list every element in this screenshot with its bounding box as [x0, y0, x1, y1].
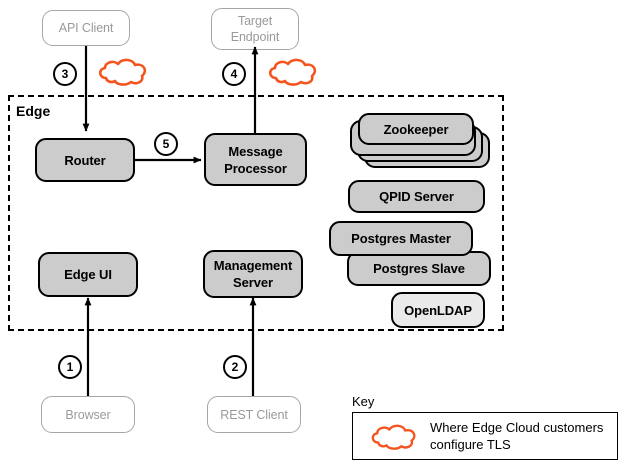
- legend-description: Where Edge Cloud customers configure TLS: [430, 420, 604, 452]
- node-qpid-server[interactable]: QPID Server: [348, 180, 485, 213]
- node-api-client-label: API Client: [58, 21, 114, 35]
- node-router-label: Router: [64, 152, 106, 168]
- node-rest-client-label: REST Client: [220, 407, 288, 422]
- cloud-icon-legend: [371, 424, 416, 450]
- node-edge-ui-label: Edge UI: [64, 267, 112, 282]
- node-postgres-slave-label: Postgres Slave: [373, 261, 465, 276]
- cloud-icon-api-client: [98, 58, 147, 86]
- step-badge-5-label: 5: [162, 137, 170, 151]
- node-management-server-label: Management Server: [213, 258, 293, 290]
- node-zookeeper[interactable]: Zookeeper: [358, 113, 474, 145]
- node-management-server[interactable]: Management Server: [203, 250, 303, 298]
- step-badge-1: 1: [58, 355, 82, 379]
- node-rest-client[interactable]: REST Client: [207, 396, 301, 433]
- node-api-client[interactable]: API Client: [42, 10, 130, 46]
- node-postgres-master-label: Postgres Master: [351, 231, 451, 246]
- node-postgres-master[interactable]: Postgres Master: [329, 221, 473, 256]
- node-openldap-label: OpenLDAP: [404, 302, 472, 318]
- step-badge-2-label: 2: [231, 360, 239, 374]
- node-router[interactable]: Router: [35, 138, 135, 182]
- step-badge-3-label: 3: [61, 67, 69, 81]
- node-browser[interactable]: Browser: [41, 396, 135, 433]
- step-badge-4-label: 4: [230, 67, 238, 81]
- node-edge-ui[interactable]: Edge UI: [38, 252, 138, 297]
- step-badge-1-label: 1: [66, 360, 74, 374]
- node-target-endpoint-label: Target Endpoint: [230, 14, 280, 44]
- edge-boundary-label: Edge: [16, 103, 51, 119]
- legend-title: Key: [352, 394, 375, 409]
- node-browser-label: Browser: [65, 407, 111, 422]
- step-badge-2: 2: [223, 355, 247, 379]
- step-badge-3: 3: [53, 62, 77, 86]
- node-message-processor[interactable]: Message Processor: [204, 133, 307, 186]
- node-qpid-server-label: QPID Server: [379, 189, 454, 204]
- step-badge-5: 5: [154, 132, 178, 156]
- node-zookeeper-label: Zookeeper: [383, 121, 449, 137]
- node-openldap[interactable]: OpenLDAP: [391, 292, 485, 328]
- node-message-processor-label: Message Processor: [224, 143, 287, 176]
- node-target-endpoint[interactable]: Target Endpoint: [211, 8, 299, 50]
- cloud-icon-target-endpoint: [268, 58, 317, 86]
- node-postgres-slave[interactable]: Postgres Slave: [347, 251, 491, 286]
- step-badge-4: 4: [222, 62, 246, 86]
